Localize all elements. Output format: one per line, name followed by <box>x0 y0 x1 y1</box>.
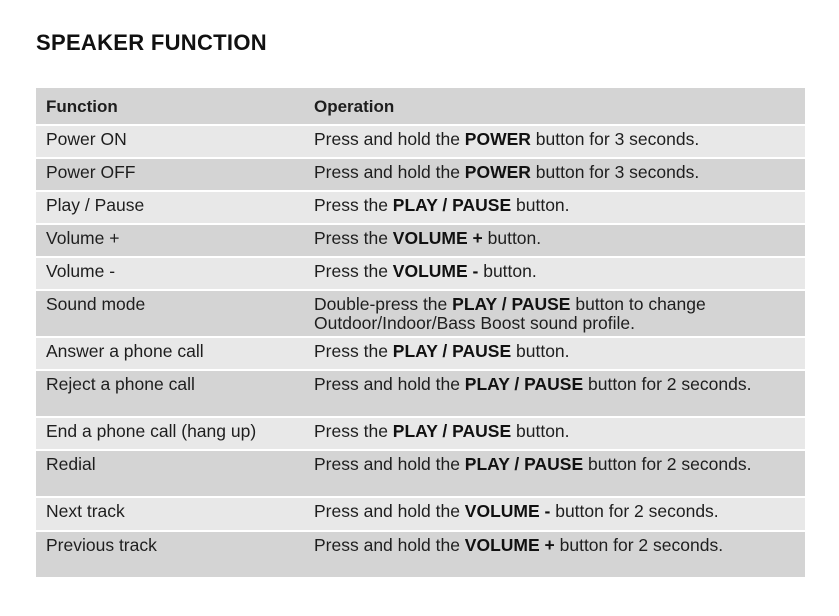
table-header-row: Function Operation <box>36 88 805 124</box>
operation-text: Press the <box>314 341 393 361</box>
button-name: VOLUME - <box>464 501 551 521</box>
function-cell: Power OFF <box>36 159 304 190</box>
function-cell: Power ON <box>36 126 304 157</box>
operation-cell: Double-press the PLAY / PAUSE button to … <box>304 291 805 336</box>
operation-text: button for 3 seconds. <box>530 129 700 149</box>
button-name: PLAY / PAUSE <box>464 374 584 394</box>
function-cell: Answer a phone call <box>36 338 304 369</box>
operation-text: Press the <box>314 261 393 281</box>
operation-cell: Press and hold the VOLUME + button for 2… <box>304 532 805 577</box>
operation-cell: Press and hold the POWER button for 3 se… <box>304 159 805 190</box>
operation-text: Press and hold the <box>314 535 465 555</box>
button-name: POWER <box>464 162 531 182</box>
function-cell: Previous track <box>36 532 304 577</box>
button-name: VOLUME + <box>392 228 483 248</box>
operation-text: Press the <box>314 195 393 215</box>
operation-text: button for 2 seconds. <box>554 535 724 555</box>
button-name: PLAY / PAUSE <box>392 195 512 215</box>
operation-text: Press and hold the <box>314 454 465 474</box>
function-cell: Volume + <box>36 225 304 256</box>
operation-text: Press and hold the <box>314 162 465 182</box>
operation-cell: Press and hold the PLAY / PAUSE button f… <box>304 371 805 416</box>
operation-cell: Press the PLAY / PAUSE button. <box>304 338 805 369</box>
function-cell: Next track <box>36 498 304 530</box>
function-cell: Sound mode <box>36 291 304 336</box>
table-row: End a phone call (hang up)Press the PLAY… <box>36 418 805 449</box>
table-row: Volume -Press the VOLUME - button. <box>36 258 805 289</box>
operation-text: button. <box>511 421 570 441</box>
button-name: VOLUME + <box>464 535 555 555</box>
button-name: PLAY / PAUSE <box>452 294 571 314</box>
button-name: POWER <box>464 129 531 149</box>
operation-text: button for 2 seconds. <box>550 501 719 521</box>
operation-text: Press and hold the <box>314 501 465 521</box>
operation-text: Press the <box>314 228 393 248</box>
function-cell: End a phone call (hang up) <box>36 418 304 449</box>
table-row: Volume +Press the VOLUME + button. <box>36 225 805 256</box>
operation-text: button. <box>482 228 542 248</box>
operation-text: Double-press the <box>314 294 453 314</box>
button-name: PLAY / PAUSE <box>392 341 512 361</box>
operation-text: button. <box>511 195 570 215</box>
page-title: SPEAKER FUNCTION <box>36 30 267 55</box>
operation-text: button. <box>478 261 537 281</box>
operation-text: button to change Outdoor/Indoor/Bass Boo… <box>314 294 706 333</box>
operation-cell: Press and hold the POWER button for 3 se… <box>304 126 805 157</box>
operation-cell: Press the VOLUME + button. <box>304 225 805 256</box>
function-cell: Volume - <box>36 258 304 289</box>
function-cell: Reject a phone call <box>36 371 304 416</box>
header-operation: Operation <box>304 88 805 124</box>
operation-text: button for 2 seconds. <box>583 374 752 394</box>
operation-text: Press and hold the <box>314 374 465 394</box>
operation-cell: Press and hold the VOLUME - button for 2… <box>304 498 805 530</box>
function-cell: Play / Pause <box>36 192 304 223</box>
operation-cell: Press the VOLUME - button. <box>304 258 805 289</box>
header-function: Function <box>36 88 304 124</box>
button-name: VOLUME - <box>392 261 479 281</box>
function-cell: Redial <box>36 451 304 496</box>
operation-text: Press the <box>314 421 393 441</box>
button-name: PLAY / PAUSE <box>392 421 512 441</box>
button-name: PLAY / PAUSE <box>464 454 584 474</box>
operation-cell: Press and hold the PLAY / PAUSE button f… <box>304 451 805 496</box>
operation-text: Press and hold the <box>314 129 465 149</box>
operation-text: button for 2 seconds. <box>583 454 752 474</box>
operation-cell: Press the PLAY / PAUSE button. <box>304 418 805 449</box>
operation-text: button for 3 seconds. <box>530 162 700 182</box>
operation-cell: Press the PLAY / PAUSE button. <box>304 192 805 223</box>
operation-text: button. <box>511 341 570 361</box>
